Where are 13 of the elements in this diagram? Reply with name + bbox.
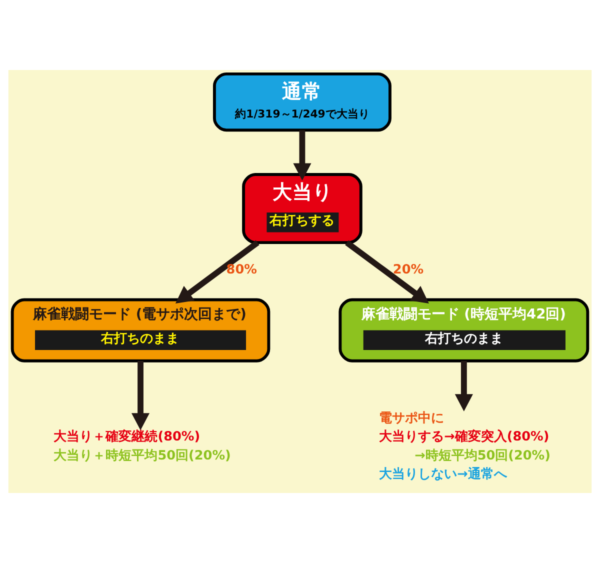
node-box: 麻雀戦闘モード (時短平均42回) 右打ちのまま <box>338 298 590 362</box>
arrow <box>175 240 260 304</box>
node-box: 大当り 右打ちする <box>242 173 362 244</box>
node-box: 麻雀戦闘モード (電サポ次回まで) 右打ちのまま <box>10 298 270 362</box>
node-text: 電サポ中に 大当りする→確変突入(80%) →時短平均50回(20%) 大当りしない→通常へ <box>379 410 550 482</box>
node-text: 大当り＋確変継続(80%) 大当り＋時短平均50回(20%) <box>54 430 231 464</box>
arrow <box>131 360 150 430</box>
arrow <box>345 240 429 304</box>
edge-label: 80% <box>226 262 257 278</box>
arrow <box>293 130 312 181</box>
node-box: 通常 約1/319～1/249で大当り <box>212 72 392 132</box>
arrow <box>454 360 473 412</box>
edge-label: 20% <box>392 262 424 278</box>
